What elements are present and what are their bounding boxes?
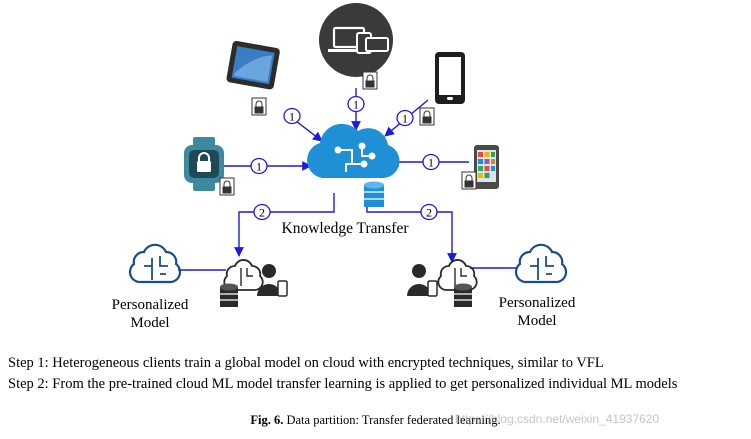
badge-right-client: 2	[420, 203, 438, 221]
left-model-label-line1: Personalized	[112, 297, 189, 313]
badge-laptop: 1	[347, 95, 365, 113]
smartwatch-icon	[184, 137, 224, 191]
badge-smartphone: 1	[422, 153, 440, 171]
right-client-person-icon	[407, 264, 438, 297]
step1-description: Step 1: Heterogeneous clients train a gl…	[8, 355, 604, 371]
right-personalized-model-brain-icon	[514, 243, 568, 284]
step2-description: Step 2: From the pre-trained cloud ML mo…	[8, 376, 678, 392]
step-badges: 1 1 1 1 1 2 2	[250, 95, 440, 221]
watermark: https://blog.csdn.net/weixin_41937620	[455, 412, 660, 426]
encrypted-file-icons	[219, 71, 477, 196]
svg-text:1: 1	[402, 112, 408, 126]
cloud-brain-icon	[307, 123, 400, 178]
right-client-database-icon	[454, 283, 472, 307]
multi-device-icon	[319, 3, 393, 77]
svg-text:2: 2	[426, 206, 432, 220]
arrow-cloud-to-left-client	[234, 193, 335, 257]
tablet-icon	[226, 40, 280, 90]
svg-text:1: 1	[353, 98, 359, 112]
badge-left-client: 2	[253, 203, 271, 221]
badge-phone: 1	[396, 109, 414, 127]
lock-file-icon	[362, 71, 378, 90]
badge-watch: 1	[250, 157, 268, 175]
svg-text:1: 1	[289, 110, 295, 124]
step2-arrows	[234, 193, 457, 263]
lock-file-icon	[461, 171, 477, 190]
left-model-label-line2: Model	[130, 315, 169, 331]
figure-caption: Fig. 6. Data partition: Transfer federat…	[0, 413, 751, 428]
model-connectors	[178, 267, 518, 271]
left-personalized-model-brain-icon	[128, 243, 182, 284]
cloud-database-icon	[364, 181, 384, 207]
knowledge-transfer-label: Knowledge Transfer	[282, 220, 410, 237]
figure-number: Fig. 6.	[250, 413, 284, 427]
smartphone-apps-icon	[474, 145, 499, 189]
svg-text:1: 1	[428, 156, 434, 170]
right-model-label-line1: Personalized	[499, 295, 576, 311]
right-client-brain-icon	[437, 259, 478, 291]
arrow-cloud-to-right-client	[366, 207, 457, 263]
svg-text:2: 2	[259, 206, 265, 220]
lock-file-icon	[219, 177, 235, 196]
lock-file-icon	[419, 107, 435, 126]
phone-icon	[435, 52, 465, 104]
left-client-person-icon	[257, 264, 288, 297]
right-model-label-line2: Model	[517, 313, 556, 329]
left-client-brain-icon	[223, 259, 264, 291]
lock-file-icon	[251, 97, 267, 116]
badge-tablet: 1	[283, 107, 301, 125]
svg-text:1: 1	[256, 160, 262, 174]
left-client-database-icon	[220, 283, 238, 307]
figure-caption-text: Data partition: Transfer federated learn…	[286, 413, 501, 427]
